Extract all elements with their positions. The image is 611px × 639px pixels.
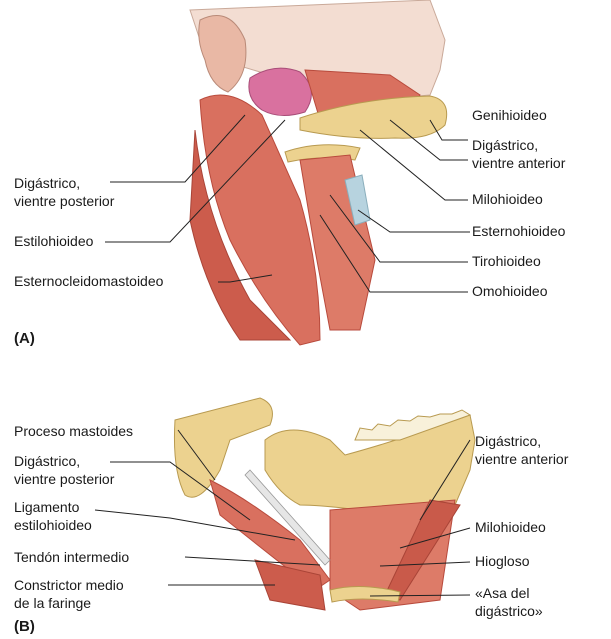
label-digastrico-anterior-a: Digástrico, vientre anterior <box>472 136 565 172</box>
label-genihioideo: Genihioideo <box>472 106 547 124</box>
label-esternocleidomastoideo: Esternocleidomastoideo <box>14 272 163 290</box>
label-tirohioideo: Tirohioideo <box>472 252 541 270</box>
label-digastrico-posterior-b: Digástrico, vientre posterior <box>14 452 114 488</box>
label-hiogloso: Hiogloso <box>475 552 529 570</box>
leader-esternohioideo <box>358 210 470 232</box>
salivary-gland <box>249 68 312 115</box>
label-milohioideo-b: Milohioideo <box>475 518 546 536</box>
panel-a-illustration <box>190 0 447 345</box>
label-ligamento-estilohioideo: Ligamento estilohioideo <box>14 498 92 534</box>
label-tendon-intermedio: Tendón intermedio <box>14 548 129 566</box>
label-esternohioideo: Esternohioideo <box>472 222 565 240</box>
label-digastrico-anterior-b: Digástrico, vientre anterior <box>475 432 568 468</box>
panel-b-tag: (B) <box>14 618 35 635</box>
panel-a-tag: (A) <box>14 330 35 347</box>
label-estilohioideo: Estilohioideo <box>14 232 93 250</box>
label-digastrico-posterior-a: Digástrico, vientre posterior <box>14 174 114 210</box>
label-constrictor-medio: Constrictor medio de la faringe <box>14 576 124 612</box>
label-asa-digastrico: «Asa del digástrico» <box>475 584 543 620</box>
label-proceso-mastoides: Proceso mastoides <box>14 422 133 440</box>
label-omohioideo: Omohioideo <box>472 282 548 300</box>
scm-muscle <box>200 95 320 345</box>
label-milohioideo-a: Milohioideo <box>472 190 543 208</box>
